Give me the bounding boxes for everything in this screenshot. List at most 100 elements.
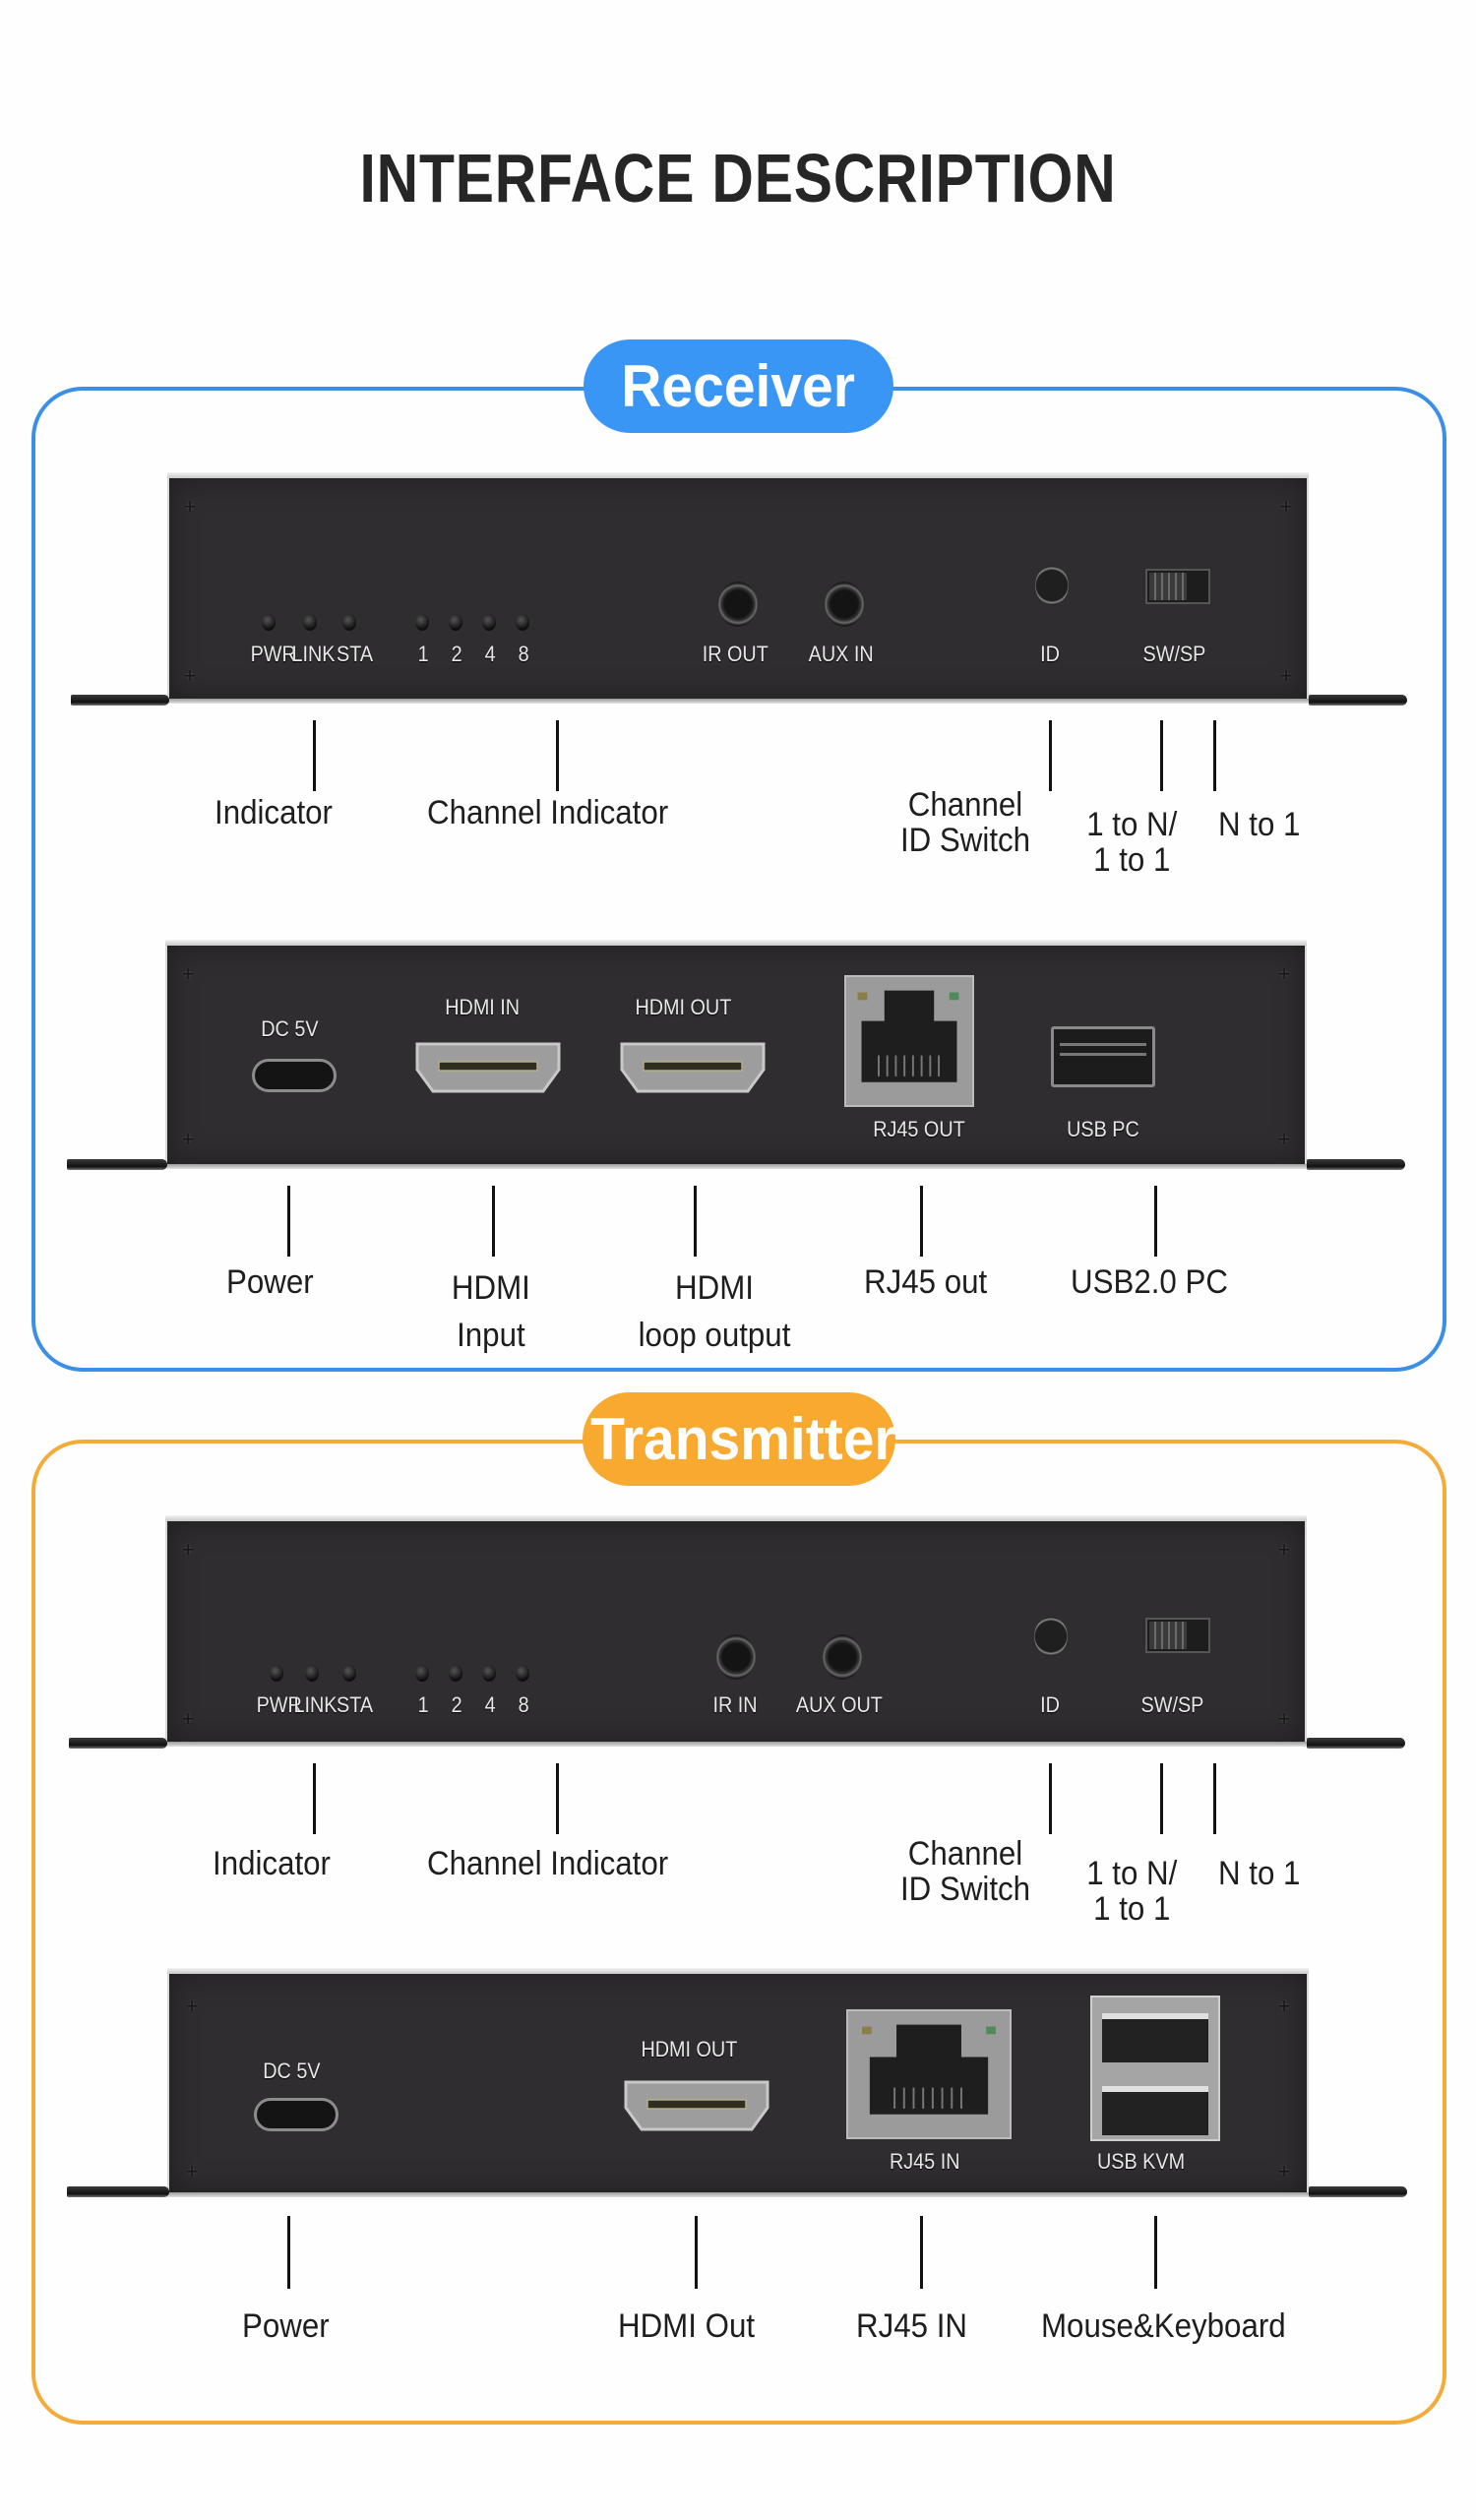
callout-power: Power: [226, 1263, 314, 1301]
usb-c-power-port-icon: [252, 1059, 337, 1092]
id-button-icon: [1035, 566, 1069, 605]
callout-leader-line: [695, 2216, 698, 2289]
device-chassis-part: [167, 2192, 1309, 2197]
aux-jack-icon: [825, 582, 864, 627]
callout-indicator: Indicator: [215, 794, 333, 831]
id-label: ID: [1040, 1692, 1060, 1717]
ir-label: IR OUT: [702, 642, 769, 666]
channel-4-label: 4: [484, 642, 496, 666]
device-chassis-part: [165, 1515, 1307, 1521]
device-chassis-part: [167, 1968, 1309, 1974]
usb-c-power-port-icon: [254, 2098, 338, 2131]
receiver-heading-badge: Receiver: [584, 339, 893, 433]
mount-flange: [69, 1738, 167, 1749]
callout-leader-line: [1154, 1186, 1157, 1257]
callout-leader-line: [920, 1186, 923, 1257]
channel-8-led-icon: [516, 614, 529, 631]
device-chassis-part: [165, 1742, 1307, 1747]
callout-leader-line: [556, 1763, 559, 1834]
mount-flange: [71, 695, 169, 706]
mount-flange: [67, 1159, 167, 1170]
callout-leader-line: [1213, 1763, 1216, 1834]
rj45-in-label: RJ45 IN: [889, 2149, 960, 2174]
callout-leader-line: [313, 720, 316, 791]
swsp-label: SW/SP: [1140, 1692, 1204, 1717]
channel-2-label: 2: [451, 642, 462, 666]
callout-channel-indicator: Channel Indicator: [427, 1845, 669, 1882]
hdmi-out-label: HDMI OUT: [641, 2037, 738, 2061]
device-chassis-part: [165, 940, 1307, 946]
callout-power: Power: [242, 2307, 330, 2345]
pwr-led-icon: [270, 1665, 283, 1682]
hdmi-in-port-icon: [415, 1042, 561, 1093]
callout-hdmi-input: HDMI Input: [451, 1269, 530, 1354]
callout-leader-line: [287, 1186, 290, 1257]
page-title: INTERFACE DESCRIPTION: [359, 140, 1117, 216]
screw-icon: +: [1277, 1994, 1291, 2018]
channel-8-led-icon: [516, 1665, 529, 1682]
hdmi-out-label: HDMI OUT: [635, 995, 732, 1019]
channel-2-label: 2: [451, 1692, 462, 1717]
callout-indicator: Indicator: [213, 1845, 331, 1882]
callout-leader-line: [1049, 1763, 1052, 1834]
aux-jack-icon: [823, 1634, 862, 1680]
channel-1-led-icon: [415, 614, 429, 631]
screw-icon: +: [183, 663, 197, 688]
sta-led-icon: [342, 614, 356, 631]
callout-leader-line: [492, 1186, 495, 1257]
channel-2-led-icon: [449, 614, 462, 631]
transmitter-front-panel: + + + + PWR LINK STA 1 2 4 8 IR IN AUX O…: [165, 1515, 1307, 1747]
pwr-label: PWR: [250, 642, 296, 666]
screw-icon: +: [185, 1994, 199, 2018]
screw-icon: +: [181, 1127, 195, 1151]
callout-rj45-out: RJ45 out: [864, 1263, 988, 1301]
callout-leader-line: [556, 720, 559, 791]
device-chassis-part: [167, 699, 1309, 704]
mount-flange: [1307, 1738, 1405, 1749]
aux-label: AUX OUT: [795, 1692, 883, 1717]
callout-leader-line: [1049, 720, 1052, 791]
callout-leader-line: [920, 2216, 923, 2289]
callout-rj45-in: RJ45 IN: [856, 2307, 968, 2345]
channel-1-led-icon: [415, 1665, 429, 1682]
channel-4-label: 4: [484, 1692, 496, 1717]
channel-8-label: 8: [518, 642, 529, 666]
callout-leader-line: [1160, 1763, 1163, 1834]
hdmi-out-port-icon: [620, 1042, 766, 1093]
sta-led-icon: [342, 1665, 356, 1682]
screw-icon: +: [1277, 1127, 1291, 1151]
link-led-icon: [303, 614, 317, 631]
channel-1-label: 1: [417, 1692, 429, 1717]
callout-leader-line: [287, 2216, 290, 2289]
sta-label: STA: [337, 1692, 374, 1717]
mode-switch-icon: [1145, 1618, 1210, 1653]
callout-leader-line: [694, 1186, 697, 1257]
screw-icon: +: [1279, 494, 1293, 519]
screw-icon: +: [181, 961, 195, 986]
rj45-port-icon: [844, 975, 974, 1107]
transmitter-heading-badge: Transmitter: [583, 1392, 896, 1486]
callout-hdmi-out: HDMI Out: [618, 2307, 756, 2345]
callout-usb-pc: USB2.0 PC: [1071, 1263, 1228, 1301]
rj45-out-label: RJ45 OUT: [873, 1117, 965, 1141]
screw-icon: +: [185, 2159, 199, 2183]
device-chassis-part: + + + + DC 5V HDMI IN HDMI OUT RJ45 OUT …: [165, 946, 1307, 1164]
callout-channel-id-switch: Channel ID Switch: [899, 1835, 1031, 1908]
callout-leader-line: [1160, 720, 1163, 791]
mount-flange: [67, 2186, 169, 2197]
transmitter-heading: Transmitter: [590, 1406, 896, 1472]
ir-label: IR IN: [712, 1692, 758, 1717]
hdmi-out-port-icon: [624, 2080, 769, 2131]
screw-icon: +: [183, 494, 197, 519]
screw-icon: +: [1277, 2159, 1291, 2183]
channel-4-led-icon: [482, 614, 496, 631]
device-chassis-part: [167, 472, 1309, 478]
screw-icon: +: [1277, 1706, 1291, 1731]
callout-channel-id-switch: Channel ID Switch: [899, 786, 1031, 859]
usb-pc-label: USB PC: [1067, 1117, 1139, 1141]
channel-8-label: 8: [518, 1692, 529, 1717]
screw-icon: +: [181, 1537, 195, 1562]
mount-flange: [1309, 2186, 1407, 2197]
dc-label: DC 5V: [263, 2059, 321, 2083]
channel-2-led-icon: [449, 1665, 462, 1682]
